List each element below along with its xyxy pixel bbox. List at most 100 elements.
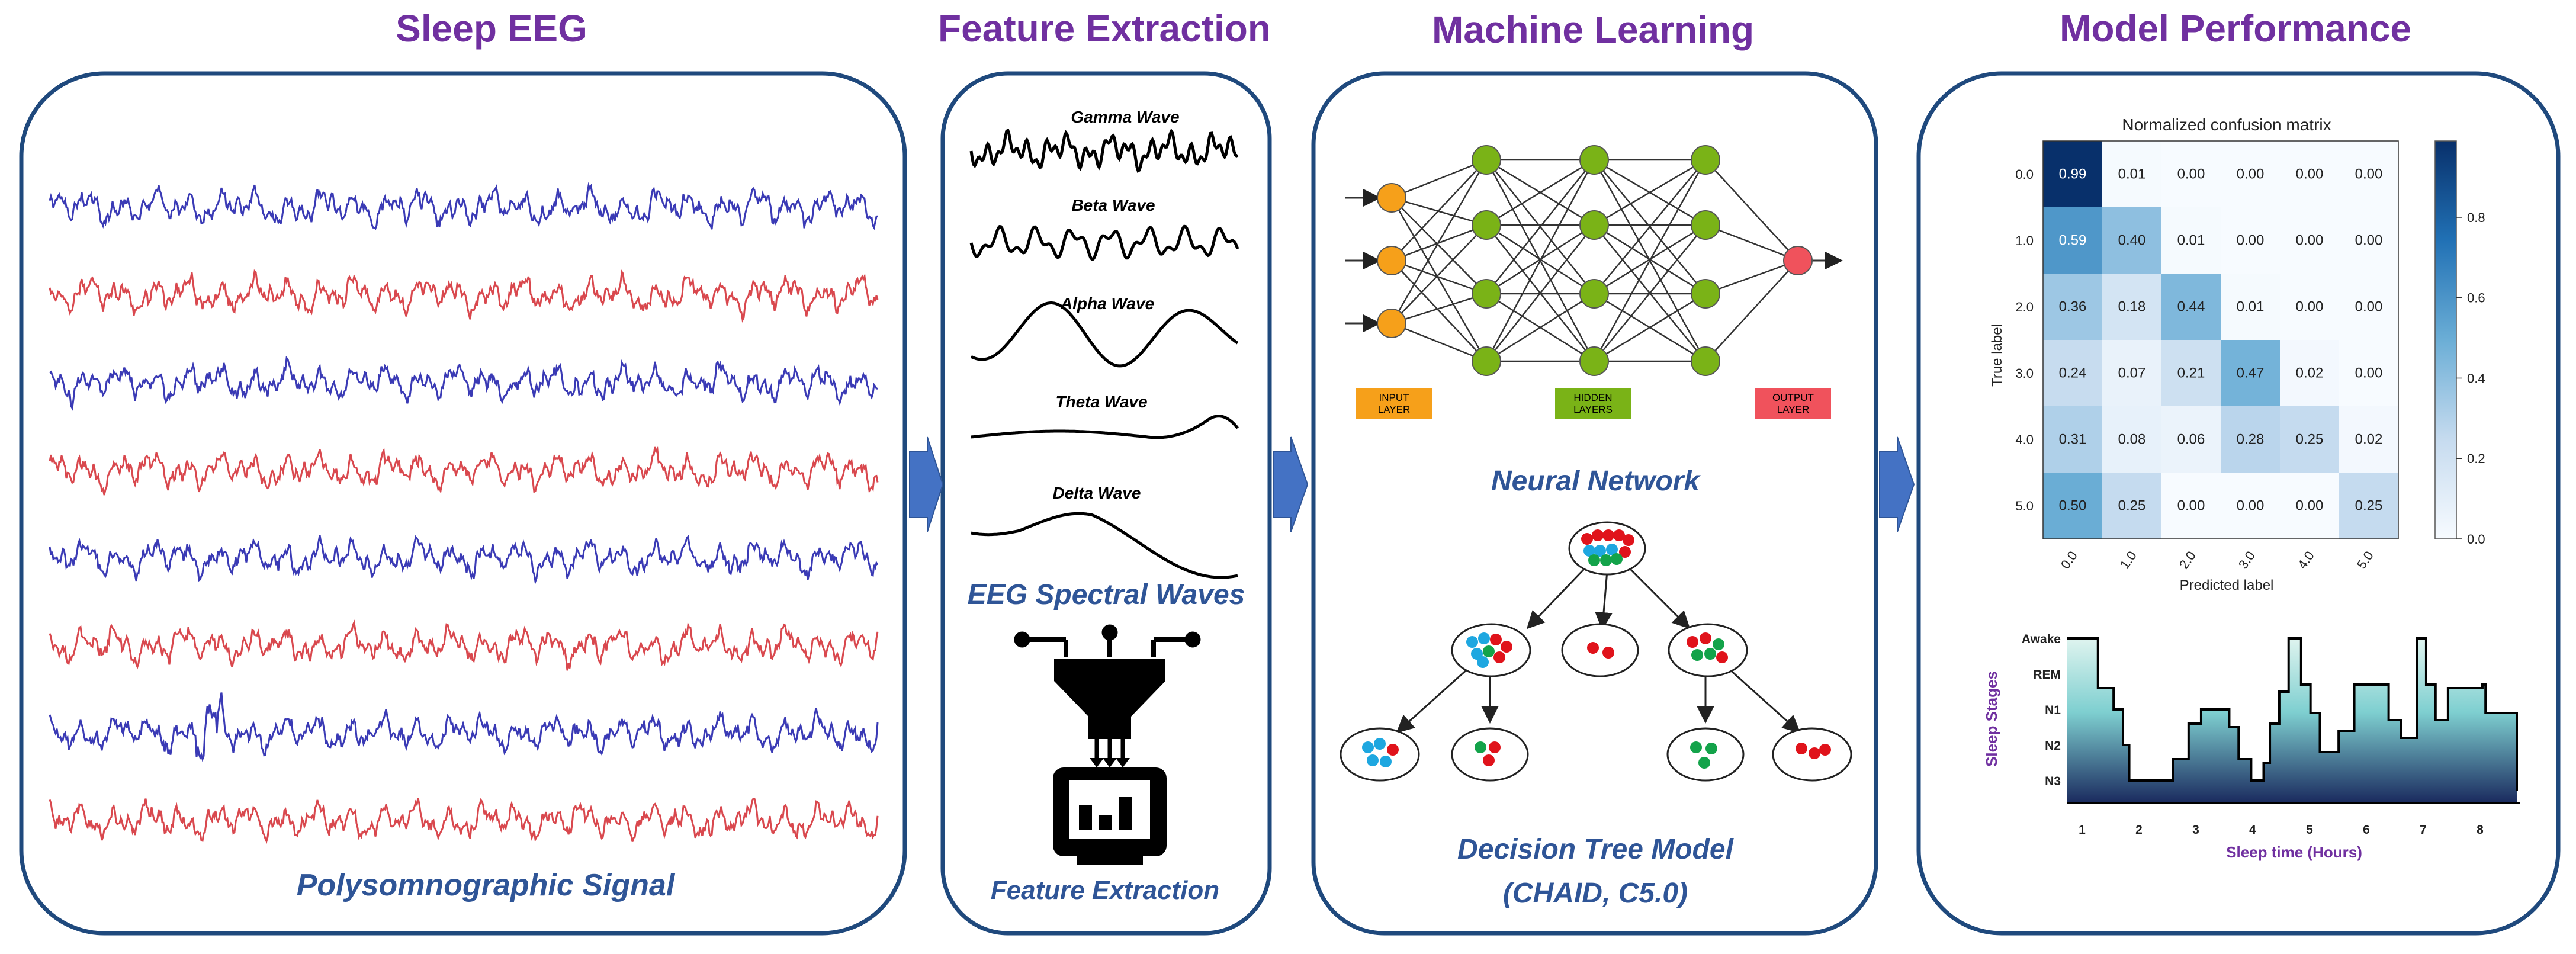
confusion-y-tick: 4.0 [2015, 432, 2034, 447]
confusion-cell [2043, 274, 2102, 340]
confusion-cell-value: 0.24 [2059, 365, 2087, 381]
confusion-cell [2161, 406, 2221, 473]
confusion-cell [2102, 340, 2161, 406]
confusion-cell [2102, 406, 2161, 473]
tree-sample-dot [1466, 636, 1478, 648]
confusion-cell [2280, 207, 2339, 274]
tree-sample-dot [1583, 545, 1595, 557]
confusion-cell [2339, 141, 2398, 207]
confusion-cell [2280, 274, 2339, 340]
hypnogram-x-tick: 1 [2079, 823, 2086, 837]
eeg-trace [49, 798, 879, 844]
neural-network-diagram [1345, 145, 1843, 376]
confusion-cell-value: 0.00 [2296, 498, 2324, 514]
confusion-matrix-ylabel: True label [1989, 324, 2005, 387]
tree-sample-dot [1490, 634, 1502, 645]
hypnogram-y-tick: Awake [2022, 632, 2061, 646]
nn-edge [1390, 159, 1488, 324]
hypnogram-x-tick: 5 [2306, 823, 2313, 837]
neural-network-caption: Neural Network [1491, 465, 1701, 497]
confusion-cell [2339, 207, 2398, 274]
nn-edge [1705, 159, 1798, 261]
tree-sample-dot [1623, 534, 1634, 546]
nn-edge [1391, 259, 1487, 295]
confusion-matrix-xlabel: Predicted label [2180, 577, 2274, 593]
confusion-cell-value: 0.40 [2118, 233, 2146, 249]
legend-output-swatch [1755, 388, 1831, 419]
nn-node [1783, 246, 1813, 275]
eeg-traces [49, 182, 879, 844]
eeg-caption: Polysomnographic Signal [297, 868, 676, 902]
nn-node [1472, 346, 1501, 376]
tree-sample-dot [1594, 545, 1606, 557]
legend-hidden-swatch [1555, 388, 1631, 419]
confusion-cell-value: 0.50 [2059, 498, 2087, 514]
confusion-cell-value: 0.00 [2296, 166, 2324, 182]
hypnogram-x-tick: 2 [2135, 823, 2143, 837]
tree-sample-dot [1380, 756, 1392, 767]
hypnogram-y-tick: N2 [2045, 739, 2061, 753]
tree-sample-dot [1477, 656, 1489, 668]
confusion-cell-value: 0.00 [2355, 365, 2383, 381]
delta-wave-label: Delta Wave [1053, 484, 1141, 502]
tree-sample-dot [1471, 648, 1483, 660]
alpha-wave-label: Alpha Wave [1060, 294, 1154, 313]
confusion-cell [2221, 141, 2280, 207]
title-model-performance: Model Performance [2060, 7, 2411, 50]
confusion-cell-value: 0.02 [2296, 365, 2324, 381]
tree-sample-dot [1489, 741, 1501, 753]
confusion-cell-value: 0.31 [2059, 432, 2087, 448]
tree-sample-dot [1819, 744, 1831, 756]
title-feature-extraction: Feature Extraction [938, 7, 1271, 50]
confusion-cell-value: 0.00 [2296, 233, 2324, 249]
spectral-wave-line [969, 128, 1239, 173]
spectral-waves-caption: EEG Spectral Waves [968, 579, 1245, 611]
confusion-cell-value: 0.07 [2118, 365, 2146, 381]
confusion-cell-value: 0.25 [2296, 432, 2324, 448]
hypnogram-y-tick: N3 [2045, 775, 2061, 788]
theta-wave-label: Theta Wave [1055, 393, 1147, 411]
nn-edge [1486, 159, 1595, 226]
colorbar-tick: 0.2 [2467, 451, 2485, 466]
confusion-cell [2043, 207, 2102, 274]
nn-node [1472, 210, 1501, 240]
nn-edge [1485, 159, 1595, 362]
nn-node [1377, 309, 1406, 338]
tree-sample-dot [1687, 636, 1698, 648]
spectral-wave-line [971, 512, 1238, 579]
feature-panel [940, 71, 1272, 936]
confusion-cell-value: 0.06 [2177, 432, 2205, 448]
confusion-cell [2102, 274, 2161, 340]
nn-edge [1391, 159, 1487, 199]
tree-sample-dot [1613, 529, 1625, 541]
confusion-cell-value: 0.00 [2237, 166, 2265, 182]
nn-edge [1594, 224, 1706, 362]
colorbar [2434, 140, 2457, 539]
hypnogram-area [2067, 638, 2517, 803]
tree-sample-dot [1716, 651, 1728, 663]
tree-sample-dot [1493, 651, 1505, 663]
confusion-cell [2161, 473, 2221, 539]
confusion-cell [2043, 406, 2102, 473]
confusion-cell [2102, 207, 2161, 274]
confusion-cell-value: 0.08 [2118, 432, 2146, 448]
tree-sample-dot [1587, 642, 1599, 654]
nn-edge [1391, 293, 1487, 325]
spectral-wave-line [971, 415, 1239, 439]
hypnogram-ylabel: Sleep Stages [1983, 671, 2000, 767]
confusion-cell-value: 0.00 [2237, 498, 2265, 514]
tree-sample-dot [1713, 638, 1724, 650]
nn-edge [1705, 260, 1798, 362]
nn-edge [1391, 197, 1487, 226]
tree-sample-dot [1704, 648, 1716, 660]
confusion-cell [2280, 473, 2339, 539]
hypnogram-x-tick: 3 [2192, 823, 2199, 837]
confusion-cell [2161, 207, 2221, 274]
eeg-trace [49, 356, 878, 411]
confusion-cell-value: 0.59 [2059, 233, 2087, 249]
flow-arrow-3 [1879, 436, 1915, 532]
nn-node [1377, 183, 1406, 213]
confusion-cell [2161, 141, 2221, 207]
